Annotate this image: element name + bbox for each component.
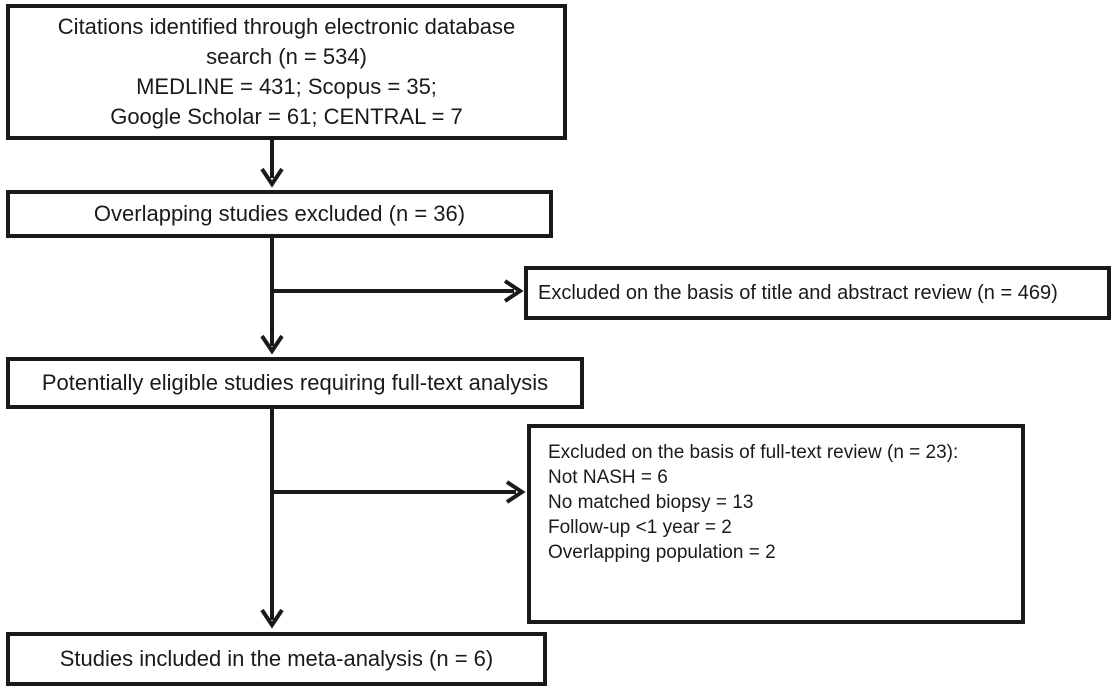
identified-line-4: Google Scholar = 61; CENTRAL = 7 bbox=[110, 104, 463, 129]
eligible-box: Potentially eligible studies requiring f… bbox=[6, 357, 584, 409]
included-text: Studies included in the meta-analysis (n… bbox=[59, 646, 494, 671]
identified-line-3: MEDLINE = 431; Scopus = 35; bbox=[136, 74, 437, 99]
fulltext-excluded-box: Excluded on the basis of full-text revie… bbox=[527, 424, 1025, 624]
fulltext-reason-2: No matched biopsy = 13 bbox=[548, 492, 754, 513]
arrowhead-down-1 bbox=[260, 167, 284, 188]
title-abstract-excluded-text: Excluded on the basis of title and abstr… bbox=[538, 281, 1058, 304]
title-abstract-excluded-box: Excluded on the basis of title and abstr… bbox=[524, 266, 1111, 320]
identified-line-1: Citations identified through electronic … bbox=[57, 14, 516, 39]
included-box: Studies included in the meta-analysis (n… bbox=[6, 632, 547, 686]
identified-line-2: search (n = 534) bbox=[206, 44, 367, 69]
arrowhead-right-2 bbox=[505, 480, 526, 504]
arrowhead-right-1 bbox=[503, 279, 524, 303]
overlap-excluded-box: Overlapping studies excluded (n = 36) bbox=[6, 190, 553, 238]
overlap-excluded-text: Overlapping studies excluded (n = 36) bbox=[93, 201, 466, 226]
eligible-text: Potentially eligible studies requiring f… bbox=[41, 370, 549, 395]
fulltext-reason-1: Not NASH = 6 bbox=[548, 467, 668, 488]
identified-box: Citations identified through electronic … bbox=[6, 4, 567, 140]
arrowhead-down-2 bbox=[260, 334, 284, 355]
fulltext-reason-4: Overlapping population = 2 bbox=[548, 542, 776, 563]
fulltext-reason-3: Follow-up <1 year = 2 bbox=[548, 517, 732, 538]
fulltext-excluded-heading: Excluded on the basis of full-text revie… bbox=[548, 442, 959, 463]
arrowhead-down-3 bbox=[260, 608, 284, 629]
